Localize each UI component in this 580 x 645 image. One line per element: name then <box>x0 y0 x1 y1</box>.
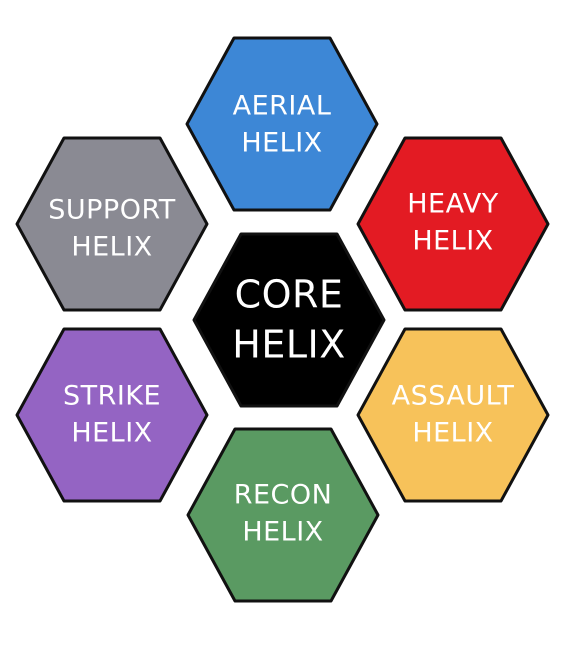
hex-heavy-label-line1: HEAVY <box>407 189 499 220</box>
hex-support-shape <box>15 136 209 312</box>
hex-support-label-line2: HELIX <box>71 232 152 263</box>
hex-strike-label-line2: HELIX <box>71 418 152 449</box>
hex-strike-label-line1: STRIKE <box>63 381 161 412</box>
hex-heavy-shape <box>356 136 550 312</box>
hex-core-shape <box>192 232 386 408</box>
hex-strike-shape <box>15 327 209 503</box>
hex-core: CORE HELIX <box>192 232 386 408</box>
hex-assault-label-line2: HELIX <box>412 418 493 449</box>
hex-aerial-label-line2: HELIX <box>241 128 322 159</box>
hex-strike: STRIKE HELIX <box>15 327 209 503</box>
hex-recon: RECON HELIX <box>186 427 380 603</box>
hex-aerial: AERIAL HELIX <box>185 36 379 212</box>
hex-assault: ASSAULT HELIX <box>356 327 550 503</box>
hex-support-label-line1: SUPPORT <box>48 195 176 226</box>
hex-heavy-label-line2: HELIX <box>412 226 493 257</box>
hex-recon-label-line2: HELIX <box>242 517 323 548</box>
hex-aerial-shape <box>185 36 379 212</box>
hex-heavy: HEAVY HELIX <box>356 136 550 312</box>
hex-recon-shape <box>186 427 380 603</box>
hex-recon-label-line1: RECON <box>234 480 333 511</box>
hex-support: SUPPORT HELIX <box>15 136 209 312</box>
hex-core-label-line1: CORE <box>235 273 344 317</box>
hex-assault-label-line1: ASSAULT <box>392 381 515 412</box>
hex-aerial-label-line1: AERIAL <box>233 91 332 122</box>
hex-assault-shape <box>356 327 550 503</box>
hex-core-label-line2: HELIX <box>232 323 346 367</box>
